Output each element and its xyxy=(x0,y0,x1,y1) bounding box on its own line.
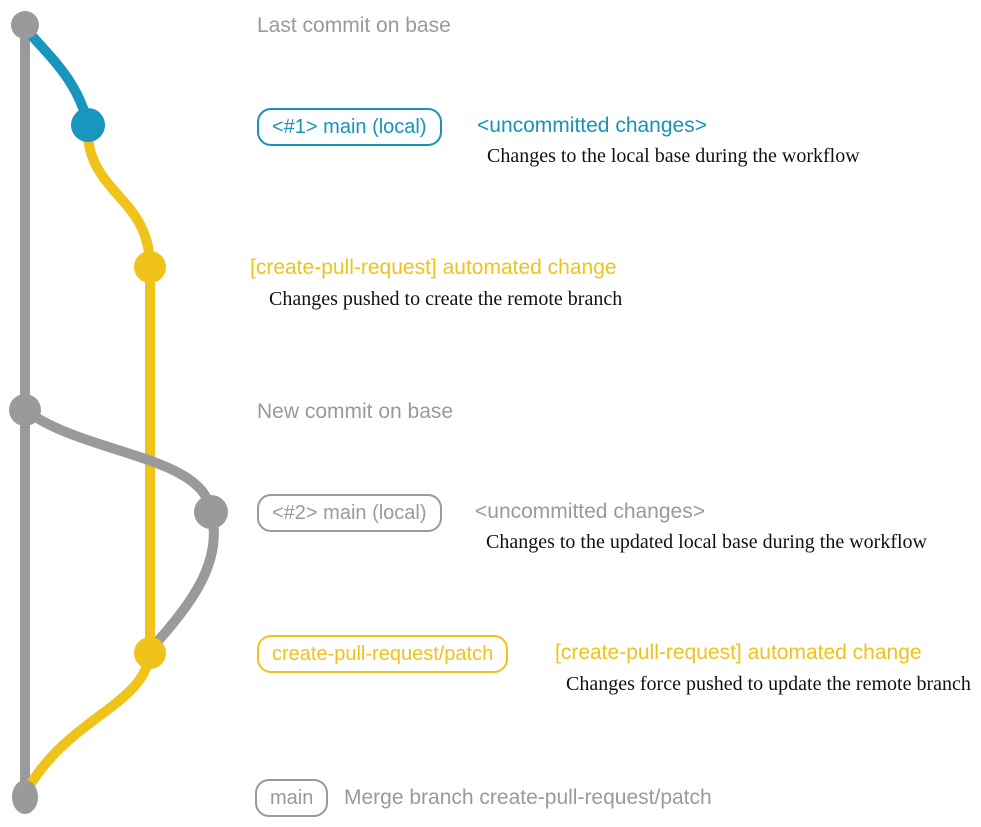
uncommitted-changes-1-note: Changes to the local base during the wor… xyxy=(487,145,860,167)
main-local-2-badge: <#2> main (local) xyxy=(257,494,442,532)
automated-change-1-note: Changes pushed to create the remote bran… xyxy=(269,288,623,310)
commit-node-main-local-1 xyxy=(71,108,105,142)
main-badge: main xyxy=(255,779,329,817)
uncommitted-changes-2-heading: <uncommitted changes> xyxy=(475,500,705,523)
uncommitted-changes-1-heading: <uncommitted changes> xyxy=(477,114,707,137)
merge-branch-label: Merge branch create-pull-request/patch xyxy=(344,786,712,809)
rebase-out-line xyxy=(20,405,216,517)
rebase-in-line xyxy=(147,507,219,653)
commit-node-main-local-2 xyxy=(194,495,228,529)
commit-node-last-base xyxy=(11,11,39,39)
last-commit-label: Last commit on base xyxy=(257,14,451,37)
commit-node-automated-change-2 xyxy=(134,637,166,669)
main-local-branch-line xyxy=(20,23,93,130)
automated-change-2-heading: [create-pull-request] automated change xyxy=(555,641,922,664)
new-commit-label: New commit on base xyxy=(257,400,454,423)
commit-node-new-base xyxy=(9,394,41,426)
automated-change-2-note: Changes force pushed to update the remot… xyxy=(566,673,971,695)
merge-into-base-line xyxy=(22,648,155,795)
create-pull-request-branch-line xyxy=(83,133,155,658)
commit-node-merge xyxy=(12,780,38,814)
uncommitted-changes-2-note: Changes to the updated local base during… xyxy=(486,531,927,553)
automated-change-1-heading: [create-pull-request] automated change xyxy=(250,256,617,279)
create-pull-request-patch-badge: create-pull-request/patch xyxy=(257,635,509,673)
commit-node-automated-change-1 xyxy=(134,251,166,283)
main-local-1-badge: <#1> main (local) xyxy=(257,108,442,146)
